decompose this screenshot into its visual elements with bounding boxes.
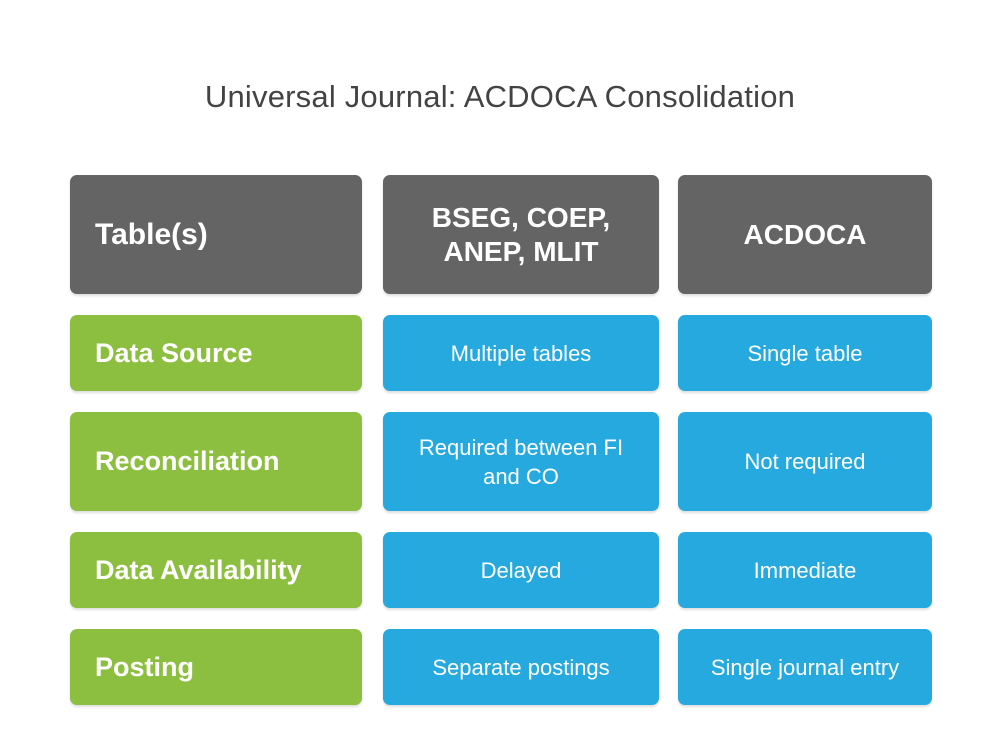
header-label-text: Table(s) <box>95 217 208 251</box>
table-row: Reconciliation Required between FI and C… <box>70 412 932 511</box>
row-value-cell-column-1: Delayed <box>383 532 659 608</box>
row-value-column-1-text: Required between FI and CO <box>399 433 643 491</box>
row-label-text: Reconciliation <box>95 446 280 476</box>
row-value-cell-column-1: Multiple tables <box>383 315 659 391</box>
row-label-cell: Reconciliation <box>70 412 362 511</box>
row-value-cell-column-2: Single journal entry <box>678 629 932 705</box>
row-label-text: Data Availability <box>95 554 302 585</box>
row-label-text: Posting <box>95 651 194 682</box>
header-column-1-line-2: ANEP, MLIT <box>443 235 599 267</box>
table-header-row: Table(s) BSEG, COEP, ANEP, MLIT ACDOCA <box>70 175 932 294</box>
header-column-1-text: BSEG, COEP, ANEP, MLIT <box>397 201 645 269</box>
row-value-column-1-line-1: Required between FI <box>418 434 624 460</box>
row-value-column-1-text: Delayed <box>480 557 562 583</box>
table-row: Data Source Multiple tables Single table <box>70 315 932 391</box>
row-value-cell-column-2: Immediate <box>678 532 932 608</box>
header-cell-label: Table(s) <box>70 175 362 294</box>
page-title: Universal Journal: ACDOCA Consolidation <box>204 79 796 114</box>
row-value-column-1-line-2: and CO <box>483 463 559 489</box>
row-value-column-2-text: Immediate <box>753 557 857 583</box>
row-value-column-2-text: Not required <box>744 449 866 474</box>
row-label-cell: Data Availability <box>70 532 362 608</box>
table-row: Posting Separate postings Single journal… <box>70 629 932 705</box>
row-value-column-2-text: Single journal entry <box>710 654 900 680</box>
row-label-text: Data Source <box>95 337 253 368</box>
header-cell-column-2: ACDOCA <box>678 175 932 294</box>
row-value-cell-column-1: Separate postings <box>383 629 659 705</box>
header-column-1-line-1: BSEG, COEP, <box>431 201 611 233</box>
header-cell-column-1: BSEG, COEP, ANEP, MLIT <box>383 175 659 294</box>
comparison-table: Table(s) BSEG, COEP, ANEP, MLIT ACDOCA D… <box>70 175 932 705</box>
row-label-cell: Data Source <box>70 315 362 391</box>
row-value-column-1-text: Separate postings <box>432 654 610 680</box>
row-label-cell: Posting <box>70 629 362 705</box>
row-value-column-1-text: Multiple tables <box>450 340 592 366</box>
header-column-2-text: ACDOCA <box>743 218 867 250</box>
table-row: Data Availability Delayed Immediate <box>70 532 932 608</box>
row-value-cell-column-2: Not required <box>678 412 932 511</box>
row-value-cell-column-1: Required between FI and CO <box>383 412 659 511</box>
row-value-column-2-text: Single table <box>747 340 863 366</box>
row-value-cell-column-2: Single table <box>678 315 932 391</box>
